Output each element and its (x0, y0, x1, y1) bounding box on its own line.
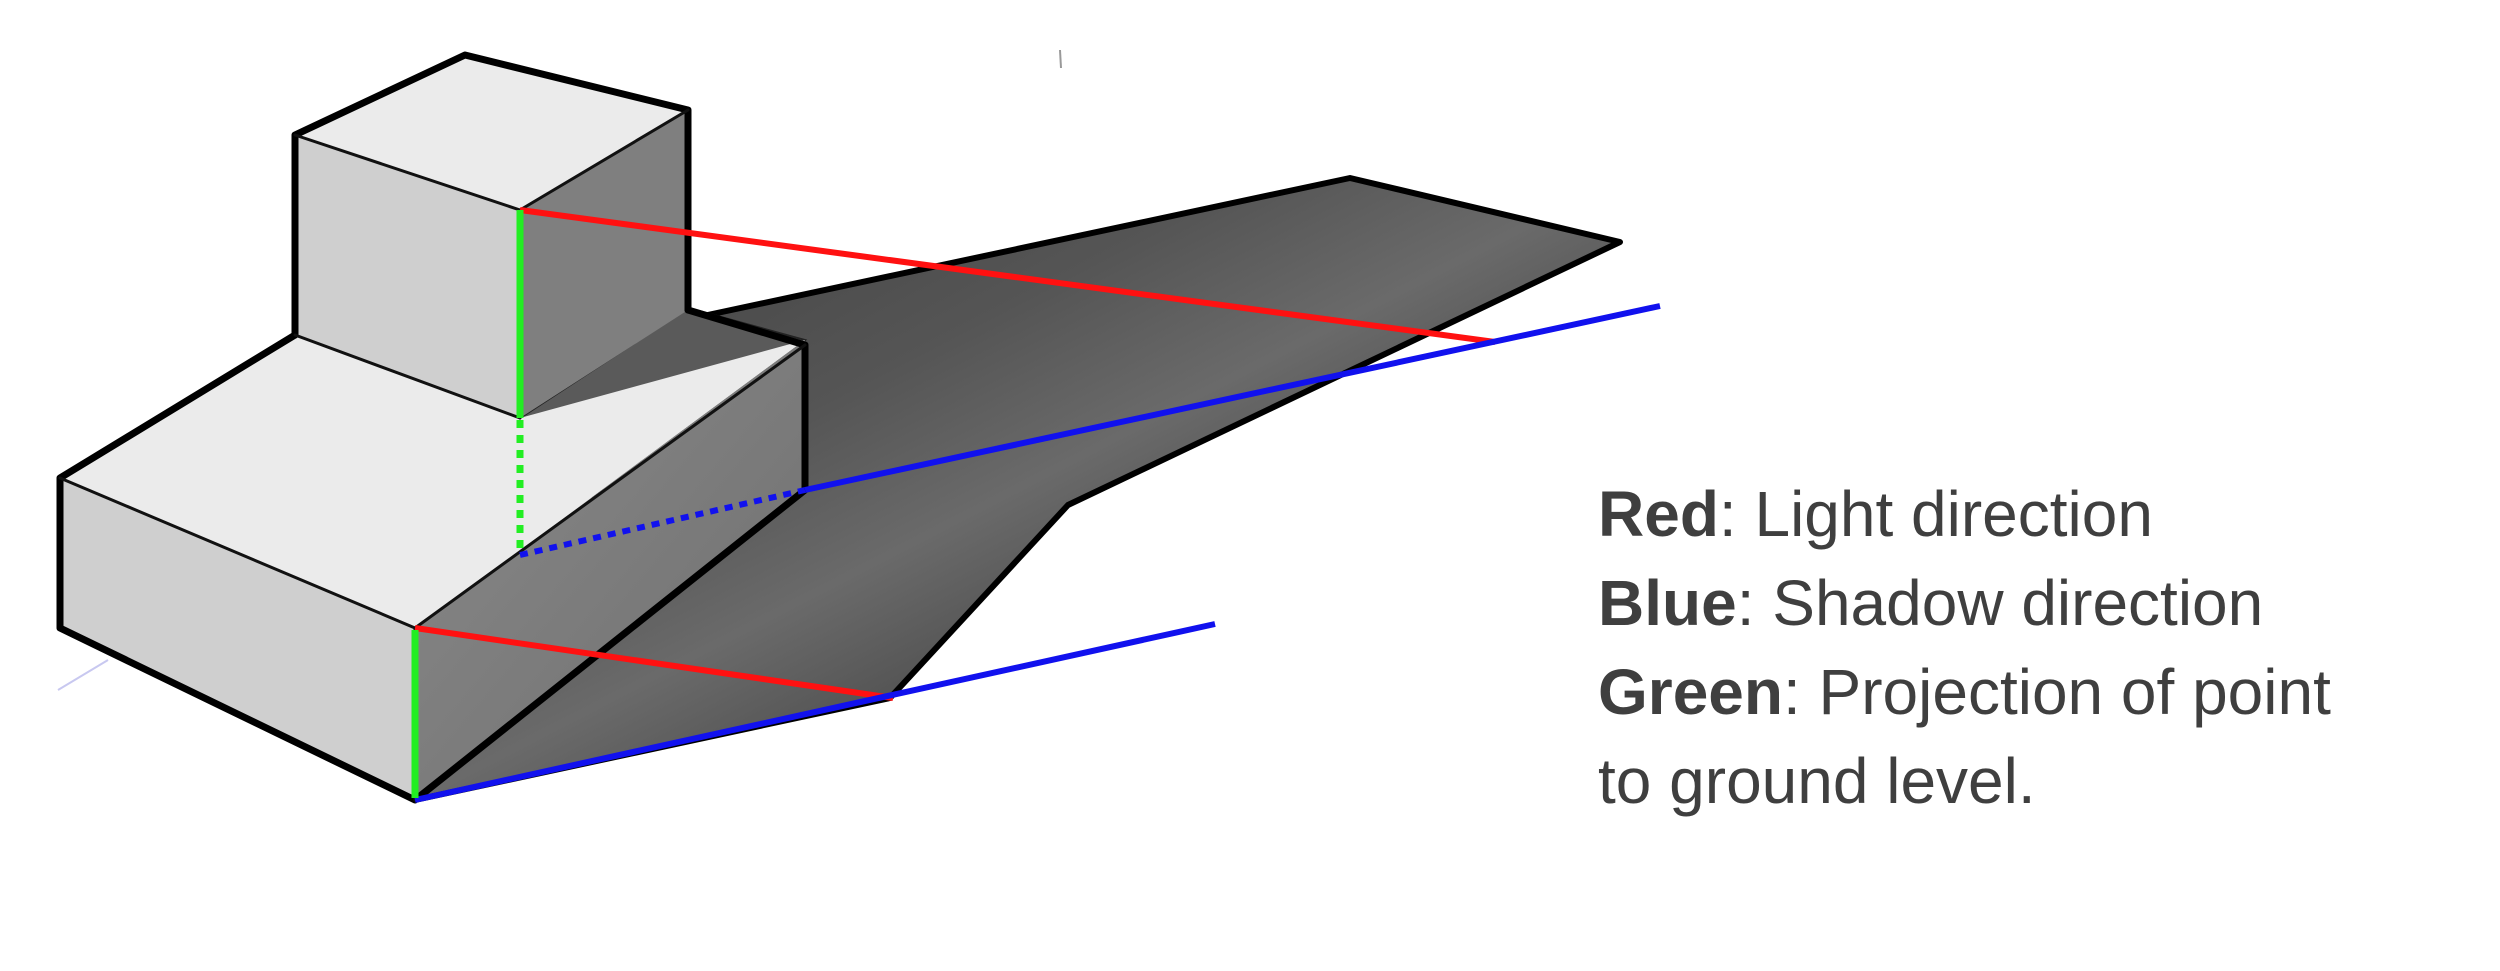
upper-block-front-face (295, 135, 520, 418)
lower-block-top-face (60, 335, 805, 628)
shadow-ray-lower (414, 621, 1216, 803)
upper-block-side-face (520, 110, 688, 418)
lower-block-front-face (60, 478, 415, 800)
light-ray-upper (519, 207, 1496, 345)
stray-mark (1059, 49, 1062, 69)
legend-item-green-continued: to ground level. (1598, 745, 2036, 817)
legend-text-green: : Projection of point (1782, 656, 2331, 728)
upper-block-top-face (295, 55, 688, 210)
shadow-ray-upper (804, 303, 1661, 493)
lower-block-side-face (415, 340, 805, 800)
legend: Red: Light direction Blue: Shadow direct… (1598, 470, 2478, 826)
legend-key-red: Red (1598, 478, 1719, 550)
legend-item-blue: Blue: Shadow direction (1598, 559, 2478, 648)
legend-text-blue: : Shadow direction (1736, 567, 2264, 639)
stray-mark (57, 659, 109, 691)
legend-key-blue: Blue (1598, 567, 1737, 639)
legend-item-red: Red: Light direction (1598, 470, 2478, 559)
shadow-ray-upper-hidden (519, 487, 806, 558)
legend-item-green: Green: Projection of point (1598, 648, 2478, 737)
legend-text-red: : Light direction (1718, 478, 2153, 550)
legend-key-green: Green (1598, 656, 1783, 728)
light-ray-lower (414, 625, 894, 701)
